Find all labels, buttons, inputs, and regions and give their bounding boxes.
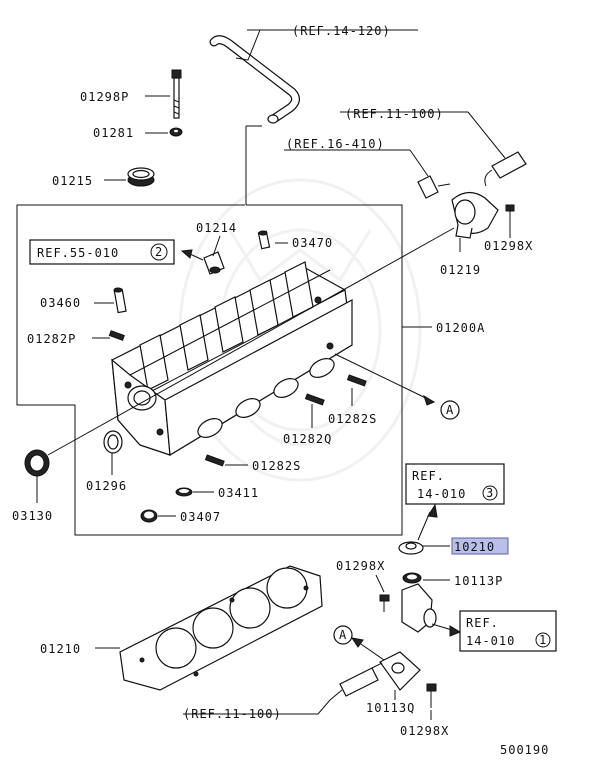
ref-16-410-label[interactable]: (REF.16-410) (286, 137, 385, 151)
ref-11-100-bottom-label[interactable]: (REF.11-100) (183, 707, 282, 721)
part-label-01282P[interactable]: 01282P (27, 332, 76, 346)
stud-01282S-a (346, 374, 367, 387)
ref-14-010-1-circle-number: 1 (539, 633, 547, 647)
part-label-01282Q[interactable]: 01282Q (283, 432, 332, 446)
diagram-number: 500190 (500, 743, 549, 757)
marker-a-right[interactable]: A (440, 400, 460, 420)
water-hose (209, 35, 300, 123)
ref-14-120-label[interactable]: (REF.14-120) (292, 24, 391, 38)
head-assembly-frame (16, 204, 403, 536)
gasket-tube-bottom (339, 662, 383, 697)
bolt-01298X-mid (379, 594, 390, 612)
bolt-01298P (171, 69, 182, 119)
ref-14-010-3-line1: REF. (412, 469, 445, 483)
head-gasket-01210 (119, 565, 323, 691)
ref-55-010-box[interactable]: REF.55-010 2 (29, 239, 175, 265)
plug-01214 (203, 251, 225, 275)
part-label-10113Q[interactable]: 10113Q (366, 701, 415, 715)
ref-14-010-3-circle-number: 3 (486, 486, 494, 500)
marker-a-right-letter: A (446, 403, 454, 417)
dowel-03460 (113, 287, 127, 314)
washer-01281 (169, 127, 183, 137)
part-label-10113P[interactable]: 10113P (454, 574, 503, 588)
ref-14-010-1-line2: 14-010 (466, 634, 515, 648)
part-label-01210[interactable]: 01210 (40, 642, 81, 656)
thermostat-cover-10210 (398, 541, 424, 555)
part-label-01281[interactable]: 01281 (93, 126, 134, 140)
part-10210-highlight[interactable]: 10210 (451, 537, 509, 555)
water-outlet (401, 583, 437, 633)
ref-55-010-circle-number: 2 (155, 245, 163, 259)
part-label-01298P[interactable]: 01298P (80, 90, 129, 104)
stud-01282Q (304, 393, 325, 406)
part-label-03460[interactable]: 03460 (40, 296, 81, 310)
cylinder-head (111, 261, 353, 457)
ring-03407 (140, 509, 158, 523)
part-label-01298X-top[interactable]: 01298X (484, 239, 533, 253)
stud-01282S-b (204, 454, 225, 467)
part-label-01296[interactable]: 01296 (86, 479, 127, 493)
ref-14-010-3-line2: 14-010 (417, 487, 466, 501)
part-label-03407[interactable]: 03407 (180, 510, 221, 524)
fitting-10113Q (379, 651, 421, 691)
dowel-03470 (257, 230, 271, 250)
stud-01282P (108, 330, 125, 341)
marker-a-left[interactable]: A (333, 625, 353, 645)
ref-14-010-box-1[interactable]: REF. 14-010 1 (459, 610, 557, 652)
part-label-01219[interactable]: 01219 (440, 263, 481, 277)
part-label-01282S-b[interactable]: 01282S (252, 459, 301, 473)
leader-lines (36, 29, 511, 720)
part-label-01298X-bottom[interactable]: 01298X (400, 724, 449, 738)
sensor-ref-16-410 (417, 175, 451, 199)
part-label-03130[interactable]: 03130 (12, 509, 53, 523)
part-label-01282S-a[interactable]: 01282S (328, 412, 377, 426)
bolt-01298X-bottom (426, 683, 437, 708)
marker-a-left-letter: A (339, 628, 347, 642)
gasket-10113P (402, 572, 422, 584)
ref-14-010-box-3[interactable]: REF. 14-010 3 (405, 463, 505, 505)
bolt-01298X-top (505, 204, 515, 232)
part-label-03470[interactable]: 03470 (292, 236, 333, 250)
ring-03411 (175, 487, 193, 497)
part-label-01214[interactable]: 01214 (196, 221, 237, 235)
part-label-03411[interactable]: 03411 (218, 486, 259, 500)
housing-01219 (451, 191, 499, 239)
seal-01296 (103, 430, 123, 454)
seal-03130 (24, 449, 50, 477)
part-label-01200A[interactable]: 01200A (436, 321, 485, 335)
ref-11-100-top-label[interactable]: (REF.11-100) (345, 107, 444, 121)
gasket-tube-top (484, 151, 527, 187)
seal-01215 (127, 167, 155, 187)
ref-14-010-1-line1: REF. (466, 616, 499, 630)
ref-55-010-label: REF.55-010 (37, 246, 119, 260)
part-label-01298X-mid[interactable]: 01298X (336, 559, 385, 573)
part-label-10210: 10210 (454, 540, 495, 554)
part-label-01215[interactable]: 01215 (52, 174, 93, 188)
